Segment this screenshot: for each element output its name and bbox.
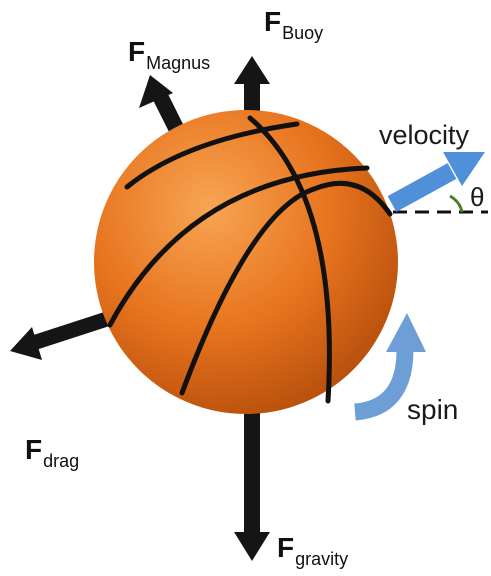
basketball-seams — [107, 115, 393, 404]
basketball-body — [94, 110, 398, 414]
buoyancy-force-symbol: F — [264, 6, 282, 37]
theta-label: θ — [470, 182, 485, 212]
magnus-force-subscript: Magnus — [146, 53, 211, 73]
spin-label: spin — [407, 394, 459, 425]
drag-force-label: Fdrag — [25, 434, 79, 471]
magnus-force-symbol: F — [128, 36, 146, 67]
velocity-arrow — [387, 152, 485, 212]
gravity-force-subscript: gravity — [295, 549, 349, 569]
magnus-force-label: FMagnus — [128, 36, 210, 73]
theta-arc — [449, 194, 464, 213]
spin-arrow — [353, 313, 426, 421]
gravity-force-symbol: F — [277, 532, 295, 563]
drag-force-arrow — [10, 310, 113, 360]
buoyancy-force-subscript: Buoy — [282, 23, 324, 43]
velocity-label: velocity — [379, 120, 470, 150]
gravity-force-arrow — [234, 412, 270, 561]
gravity-force-label: Fgravity — [277, 532, 348, 569]
drag-force-subscript: drag — [43, 451, 80, 471]
buoyancy-force-label: FBuoy — [264, 6, 323, 43]
drag-force-symbol: F — [25, 434, 43, 465]
basketball — [94, 110, 398, 414]
